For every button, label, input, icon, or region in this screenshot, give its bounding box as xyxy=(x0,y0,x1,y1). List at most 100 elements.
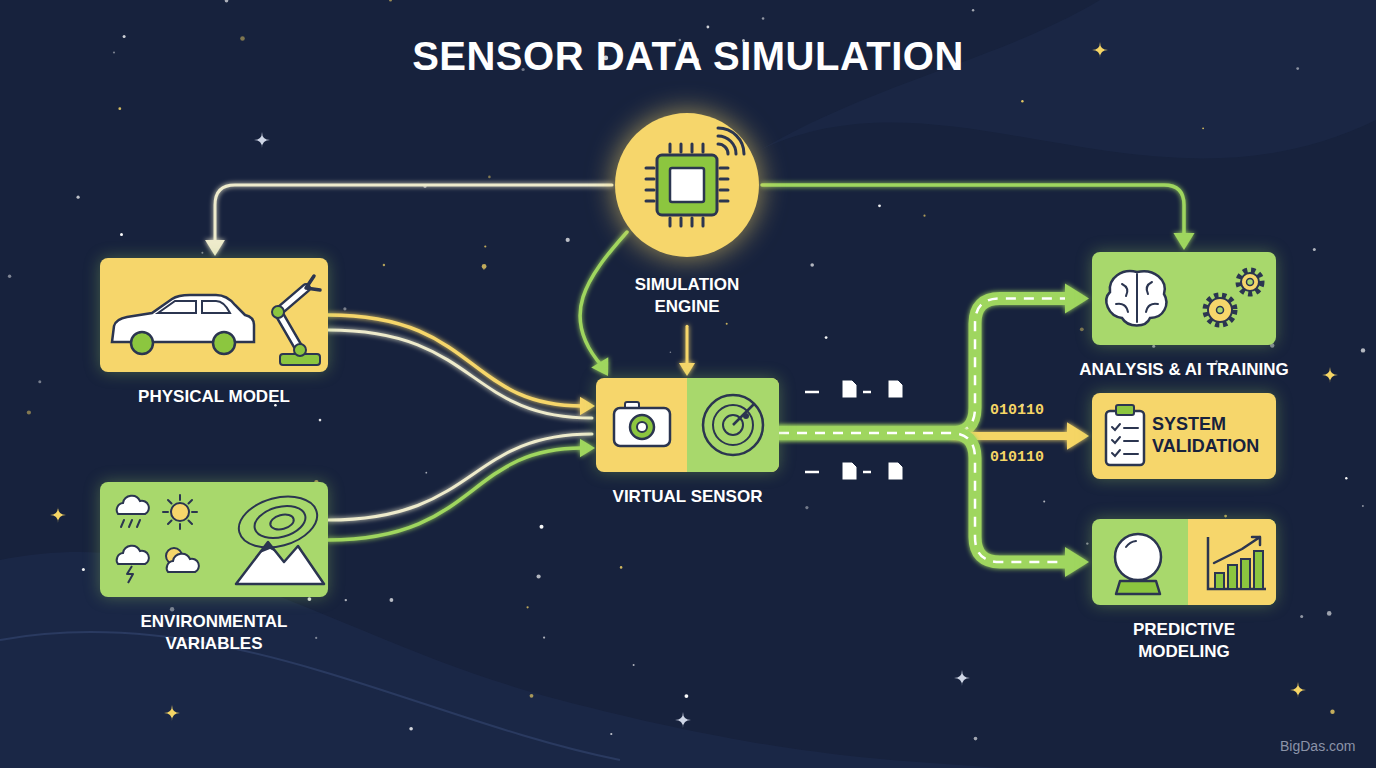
node-label: ANALYSIS & AI TRAINING xyxy=(1059,359,1309,381)
drawing-part xyxy=(118,107,121,110)
drawing-part xyxy=(1228,565,1237,589)
drawing-part xyxy=(1241,273,1259,291)
drawing-part xyxy=(117,546,149,564)
node-label: ENVIRONMENTAL VARIABLES xyxy=(100,611,328,655)
arrowhead xyxy=(679,363,695,376)
drawing-part xyxy=(1290,682,1306,698)
drawing-part xyxy=(343,307,346,310)
drawing-part xyxy=(345,599,347,601)
drawing-part xyxy=(158,301,230,313)
drawing-part xyxy=(972,9,974,11)
drawing-part xyxy=(294,344,306,356)
binary-label: 010110 xyxy=(990,402,1044,419)
node-illustration xyxy=(100,482,328,597)
drawing-part xyxy=(610,733,612,735)
drawing-part xyxy=(703,395,763,455)
engine-circle: SIMULATION ENGINE xyxy=(612,110,762,318)
drawing-part xyxy=(1106,411,1144,465)
drawing-part xyxy=(233,488,323,555)
connector-dash xyxy=(779,299,1074,434)
drawing-part xyxy=(278,288,306,350)
drawing-part xyxy=(482,264,487,269)
drawing-part xyxy=(306,276,320,290)
drawing-part xyxy=(637,422,647,432)
arrowhead xyxy=(580,397,595,416)
drawing-part xyxy=(540,525,544,529)
drawing-part xyxy=(488,176,491,179)
drawing-part xyxy=(167,554,199,572)
background-wave xyxy=(0,632,620,760)
drawing-part xyxy=(1362,505,1364,507)
drawing-part xyxy=(1254,551,1263,589)
drawing-part xyxy=(251,501,309,543)
node-illustration xyxy=(612,110,762,260)
drawing-part xyxy=(260,542,276,553)
drawing-part xyxy=(530,694,534,698)
box-shape: SYSTEM VALIDATION xyxy=(1092,393,1276,479)
drawing-part xyxy=(974,737,978,741)
drawing-part xyxy=(713,405,753,445)
drawing-part xyxy=(117,496,149,514)
drawing-part xyxy=(269,512,296,532)
connector-arrow xyxy=(762,185,1195,250)
drawing-part xyxy=(633,664,635,666)
drawing-part xyxy=(50,507,66,523)
drawing-part xyxy=(1206,296,1234,324)
drawing-part xyxy=(1208,537,1266,589)
drawing-part xyxy=(537,574,541,578)
drawing-part xyxy=(1086,542,1088,544)
drawing-part xyxy=(170,607,174,611)
drawing-part xyxy=(236,542,324,584)
drawing-part xyxy=(620,566,623,569)
drawing-part xyxy=(707,26,710,29)
drawing-part xyxy=(1188,519,1276,605)
drawing-part xyxy=(225,0,229,3)
connector-arrow xyxy=(679,326,695,376)
drawing-part xyxy=(543,637,545,639)
drawing-part xyxy=(1116,405,1134,415)
drawing-part xyxy=(484,245,486,247)
drawing-part xyxy=(8,275,11,278)
connector-arrow xyxy=(328,434,595,540)
drawing-part xyxy=(1296,67,1299,70)
output-box: ANALYSIS & AI TRAINING xyxy=(1092,252,1276,381)
connector-arrow xyxy=(205,185,612,256)
drawing-part xyxy=(127,566,133,583)
drawing-part xyxy=(213,332,235,354)
connector-line xyxy=(686,326,689,366)
connector-line xyxy=(779,299,1074,434)
connector-line xyxy=(762,185,1184,238)
connector-arrow xyxy=(328,315,595,418)
drawing-part xyxy=(319,419,322,422)
drawing-part xyxy=(743,413,749,419)
drawing-part xyxy=(726,323,728,325)
drawing-part xyxy=(1106,271,1166,325)
drawing-part xyxy=(27,410,31,414)
drawing-part xyxy=(675,712,691,728)
connector-arrow xyxy=(580,232,627,376)
drawing-part xyxy=(615,113,759,257)
drawing-part xyxy=(878,204,881,207)
drawing-part xyxy=(315,637,317,639)
drawing-part xyxy=(272,306,284,318)
drawing-part xyxy=(685,694,689,698)
arrowhead xyxy=(1065,284,1089,314)
drawing-part xyxy=(1124,428,1138,454)
output-box: PREDICTIVE MODELING xyxy=(1092,519,1276,663)
drawing-part xyxy=(762,17,765,20)
stars xyxy=(8,0,1365,740)
drawing-part xyxy=(240,36,245,41)
box-shape xyxy=(100,258,328,372)
drawing-part xyxy=(123,35,126,38)
connector-arrow xyxy=(779,284,1089,433)
drawing-part xyxy=(1361,348,1365,352)
drawing-part xyxy=(1116,581,1160,594)
arrowhead xyxy=(205,240,225,256)
document-icon xyxy=(842,462,857,480)
node-label: SIMULATION ENGINE xyxy=(612,274,762,318)
drawing-part xyxy=(82,568,85,571)
binary-label: 010110 xyxy=(990,449,1044,466)
model-box: PHYSICAL MODEL xyxy=(100,258,328,408)
drawing-part xyxy=(1202,128,1204,130)
document-icon xyxy=(842,380,857,398)
